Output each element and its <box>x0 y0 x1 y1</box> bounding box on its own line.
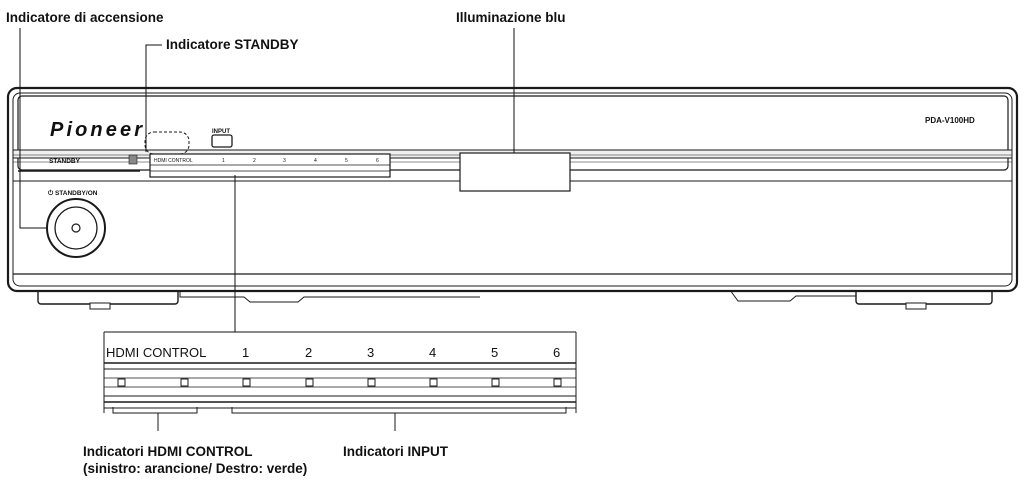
bracket-input <box>231 407 567 414</box>
input-led <box>491 378 500 387</box>
power-indicator-led <box>71 223 81 233</box>
panel-indicator-labels: HDMI CONTROL 1 2 3 4 5 6 <box>154 158 379 164</box>
callout-standby-indicator: Indicatore STANDBY <box>166 37 299 52</box>
panel-label-input-6: 6 <box>376 158 379 164</box>
standby-on-button[interactable] <box>46 198 106 258</box>
panel-label-input-5: 5 <box>345 158 348 164</box>
detail-label-input-2: 2 <box>305 345 312 360</box>
input-led <box>553 378 562 387</box>
device-body <box>6 86 1019 310</box>
input-button-label: INPUT <box>212 129 230 135</box>
detail-label-input-3: 3 <box>367 345 374 360</box>
standby-label: STANDBY <box>49 158 81 165</box>
input-led <box>367 378 376 387</box>
hdmi-control-led <box>117 378 126 387</box>
input-led <box>242 378 251 387</box>
detail-label-input-6: 6 <box>553 345 560 360</box>
blue-illumination-window <box>459 152 571 192</box>
callout-blue-illumination: Illuminazione blu <box>456 10 566 25</box>
input-button[interactable] <box>211 134 233 148</box>
bracket-hdmi-control <box>112 407 198 414</box>
hdmi-control-led <box>180 378 189 387</box>
callout-input-indicators: Indicatori INPUT <box>343 444 449 459</box>
detail-label-input-1: 1 <box>242 345 249 360</box>
panel-label-input-4: 4 <box>314 158 317 164</box>
callout-hdmi-control-colors: (sinistro: arancione/ Destro: verde) <box>83 461 308 476</box>
panel-label-input-2: 2 <box>253 158 256 164</box>
input-led <box>429 378 438 387</box>
standby-on-label: ⏻ STANDBY/ON <box>48 189 98 197</box>
standby-sensor-icon <box>128 154 138 165</box>
callout-hdmi-control-indicators: Indicatori HDMI CONTROL <box>83 444 253 459</box>
detail-indicator-leds <box>117 378 562 387</box>
detail-indicator-labels: HDMI CONTROL 1 2 3 4 5 6 <box>106 345 560 360</box>
panel-label-hdmi-control: HDMI CONTROL <box>154 158 193 164</box>
detail-label-input-4: 4 <box>429 345 436 360</box>
input-led <box>305 378 314 387</box>
leader-standby-indicator <box>145 44 162 152</box>
leader-lines <box>19 28 576 333</box>
callout-power-indicator: Indicatore di accensione <box>6 10 164 25</box>
detail-label-input-5: 5 <box>491 345 498 360</box>
leader-power-indicator <box>19 28 47 229</box>
panel-label-input-3: 3 <box>283 158 286 164</box>
detail-label-hdmi-control: HDMI CONTROL <box>106 345 206 360</box>
detail-panel <box>103 332 577 431</box>
remote-sensor <box>144 131 190 155</box>
panel-label-input-1: 1 <box>222 158 225 164</box>
model-label: PDA-V100HD <box>925 116 975 125</box>
